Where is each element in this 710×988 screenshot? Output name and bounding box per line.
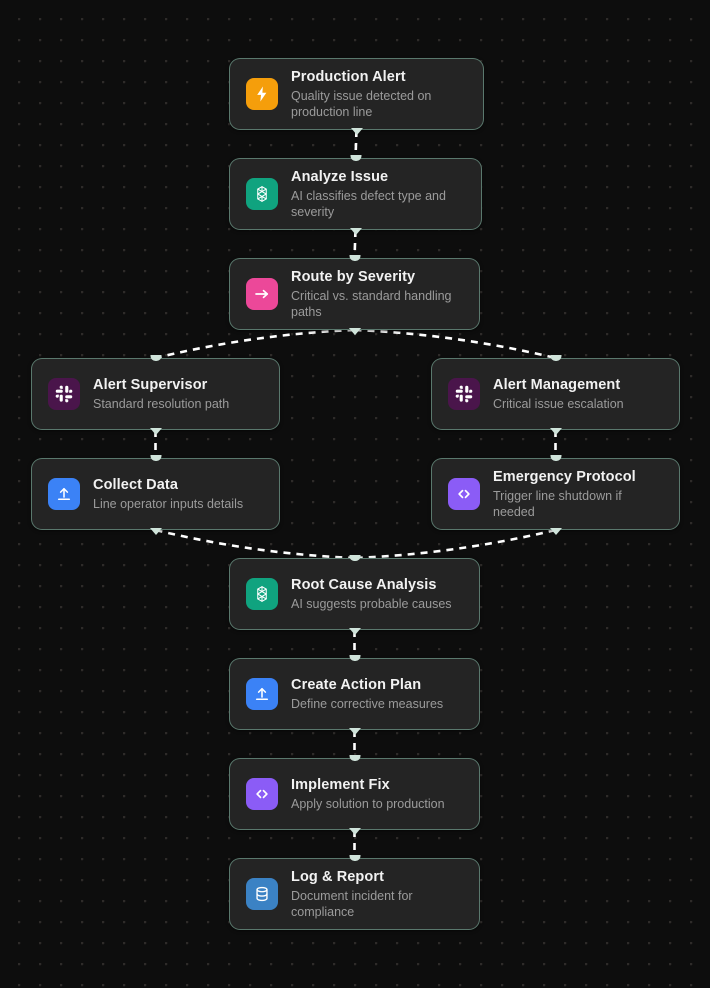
node-title: Root Cause Analysis	[291, 577, 437, 593]
database-icon	[246, 878, 278, 910]
node-subtitle: Document incident for compliance	[291, 889, 413, 919]
node-text: Root Cause Analysis AI suggests probable …	[291, 576, 452, 612]
node-subtitle: Critical issue escalation	[493, 397, 624, 411]
edge-target-handle[interactable]	[349, 655, 360, 661]
edge-route-by-severity-to-alert-management	[354, 328, 556, 360]
lightning-bolt-icon	[246, 78, 278, 110]
slack-logo-icon	[48, 378, 80, 410]
edge-route-by-severity-to-alert-supervisor	[155, 328, 355, 360]
node-title: Alert Management	[493, 377, 621, 393]
node-title: Emergency Protocol	[493, 469, 636, 485]
edge-target-handle[interactable]	[349, 255, 360, 261]
node-subtitle: AI suggests probable causes	[291, 597, 452, 611]
node-title: Create Action Plan	[291, 677, 422, 693]
node-subtitle: Standard resolution path	[93, 397, 230, 411]
edge-target-handle[interactable]	[349, 855, 360, 861]
node-text: Analyze Issue AI classifies defect type a…	[291, 168, 465, 220]
edge-target-handle[interactable]	[150, 355, 161, 361]
node-title: Analyze Issue	[291, 169, 389, 185]
arrow-right-icon	[246, 278, 278, 310]
node-title: Production Alert	[291, 69, 406, 85]
edge-source-handle[interactable]	[350, 128, 363, 135]
edge-source-handle[interactable]	[149, 428, 162, 435]
node-subtitle: AI classifies defect type and severity	[291, 189, 446, 219]
edge-target-handle[interactable]	[150, 455, 161, 461]
node-subtitle: Apply solution to production	[291, 797, 445, 811]
edge-target-handle[interactable]	[350, 155, 361, 161]
openai-logo-icon	[246, 578, 278, 610]
edge-source-handle[interactable]	[348, 728, 361, 735]
code-brackets-icon	[246, 778, 278, 810]
node-subtitle: Trigger line shutdown if needed	[493, 489, 622, 519]
node-subtitle: Define corrective measures	[291, 697, 444, 711]
openai-logo-icon	[246, 178, 278, 210]
node-title: Route by Severity	[291, 269, 416, 285]
node-title: Log & Report	[291, 869, 385, 885]
node-analyze-issue[interactable]: Analyze Issue AI classifies defect type a…	[229, 158, 482, 230]
code-brackets-icon	[448, 478, 480, 510]
slack-logo-icon	[448, 378, 480, 410]
edge-source-handle[interactable]	[348, 628, 361, 635]
edge-target-handle[interactable]	[349, 555, 360, 561]
edge-source-handle[interactable]	[348, 828, 361, 835]
edge-target-handle[interactable]	[550, 355, 561, 361]
edge-target-handle[interactable]	[550, 455, 561, 461]
edge-source-handle[interactable]	[348, 328, 361, 335]
node-subtitle: Critical vs. standard handling paths	[291, 289, 452, 319]
node-title: Collect Data	[93, 477, 178, 493]
edge-source-handle[interactable]	[549, 428, 562, 435]
edge-collect-data-to-root-cause-analysis	[155, 528, 355, 560]
upload-icon	[246, 678, 278, 710]
node-subtitle: Quality issue detected on production lin…	[291, 89, 432, 119]
edge-source-handle[interactable]	[349, 228, 362, 235]
upload-icon	[48, 478, 80, 510]
node-root-cause-analysis[interactable]: Root Cause Analysis AI suggests probable …	[229, 558, 480, 630]
edge-target-handle[interactable]	[349, 755, 360, 761]
node-title: Implement Fix	[291, 777, 390, 793]
node-subtitle: Line operator inputs details	[93, 497, 244, 511]
node-title: Alert Supervisor	[93, 377, 208, 393]
edge-source-handle[interactable]	[549, 528, 562, 535]
edge-emergency-protocol-to-root-cause-analysis	[354, 528, 556, 560]
edge-source-handle[interactable]	[149, 528, 162, 535]
